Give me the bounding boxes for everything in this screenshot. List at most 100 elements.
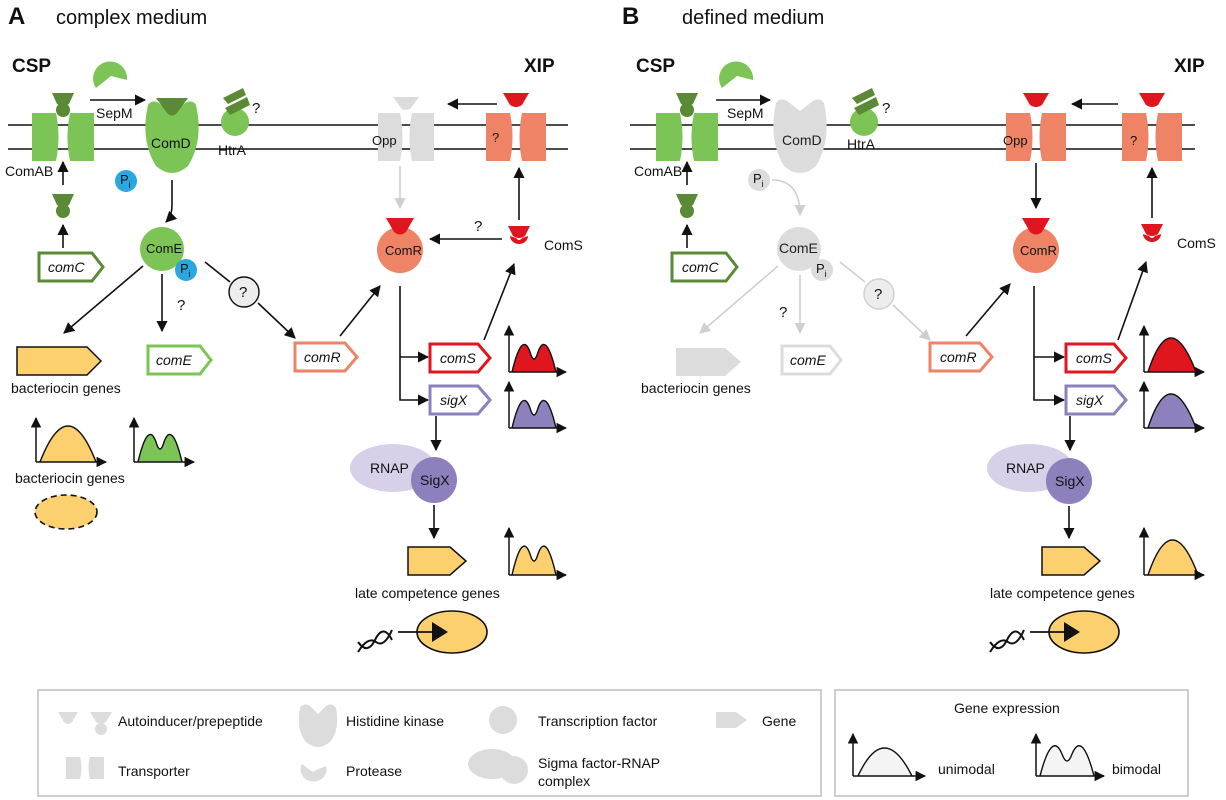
unknown-transporter: [486, 93, 546, 161]
comd-label-b: ComD: [782, 132, 822, 148]
late-competence-genes-label-b: late competence genes: [990, 585, 1135, 601]
sepm-protease-icon: [93, 61, 128, 88]
gene-legend-icon: [716, 712, 747, 728]
legend-protease: Protease: [346, 763, 402, 779]
bacteriocin-unimodal-plot: [30, 416, 108, 468]
comd-to-come-arrow: [165, 180, 178, 223]
transporter-legend-icon-left: [66, 757, 82, 779]
transporter-legend-icon-right: [88, 757, 104, 779]
coms-gene-label-b: comS: [1076, 350, 1112, 366]
unknown-transporter-label: ?: [492, 130, 499, 145]
sigma-legend-icon: [500, 756, 528, 784]
pi-label-comd-b: Pi: [753, 171, 764, 189]
htra-substrate-bottom-icon-b: [854, 97, 879, 115]
sigx-gene-b: [1064, 384, 1128, 416]
legend-histidine-kinase: Histidine kinase: [346, 713, 444, 729]
sigx-unimodal-plot-b: [1138, 380, 1206, 434]
coms-gene-to-coms-arrow: [483, 262, 516, 341]
xip-bound-comr-icon-b: [1022, 218, 1050, 235]
htra-label: HtrA: [218, 142, 247, 158]
come-transcription-factor-b: [777, 227, 821, 271]
prepeptide-legend-icon-bottom: [95, 723, 107, 735]
xip-bound-comr-icon: [386, 218, 414, 235]
legend-sigma-line1: Sigma factor-RNAP: [538, 755, 660, 771]
sigx-bimodal-plot: [503, 380, 568, 434]
legend-bimodal: bimodal: [1112, 761, 1161, 777]
come-to-unknown-line-b: [839, 261, 866, 283]
comab-label-b: ComAB: [634, 163, 682, 179]
bacteriocin-genes-label-2: bacteriocin genes: [15, 470, 125, 486]
coms-bimodal-plot: [503, 324, 568, 378]
opp-label: Opp: [372, 133, 397, 148]
pi-phosphate-come-b: [811, 259, 833, 281]
bacteriocin-gene: [16, 346, 103, 376]
late-genes-bimodal-plot: [503, 526, 568, 581]
pi-label-come: Pi: [180, 261, 191, 279]
come-bimodal-plot: [128, 416, 196, 468]
unknown-to-comr-gene-arrow-b: [892, 304, 931, 341]
sigx-sigma-factor: [411, 457, 457, 503]
comc-gene-b: [670, 251, 739, 283]
come-transcription-factor: [140, 227, 184, 271]
csp-label-b: CSP: [636, 56, 675, 77]
htra-protease: [221, 108, 249, 136]
come-to-bacteriocin-arrow-b: [699, 265, 779, 334]
coms-gene: [428, 342, 492, 374]
late-competence-genes-label: late competence genes: [355, 585, 500, 601]
histidine-kinase-legend-icon: [298, 704, 338, 747]
htra-protease-b: [850, 108, 878, 136]
comr-gene-to-comr-arrow: [339, 285, 381, 337]
comr-transcription-factor-b: [1013, 227, 1059, 273]
comab-transporter-b: [656, 93, 718, 161]
rnap-label: RNAP: [370, 460, 409, 476]
late-competence-gene: [407, 546, 468, 576]
panel-b-title: defined medium: [682, 7, 824, 29]
comc-gene-label: comC: [48, 259, 85, 275]
come-gene: [146, 344, 213, 376]
panel-b: B defined medium CSP XIP ComAB SepM ComD…: [622, 3, 1216, 654]
comd-kinase-b: [773, 99, 827, 173]
legend-box: Autoinducer/prepeptide Histidine kinase …: [37, 689, 822, 797]
xip-label-b: XIP: [1174, 56, 1205, 77]
comab-label: ComAB: [5, 163, 53, 179]
htra-substrate-bottom-icon: [225, 97, 250, 115]
come-label: ComE: [146, 241, 182, 256]
csp-bound-icon: [156, 98, 188, 116]
coms-unimodal-plot-b: [1138, 324, 1206, 378]
unknown-to-comr-gene-arrow: [257, 302, 296, 339]
coms-gene-to-coms-arrow-b: [1117, 260, 1148, 341]
legend-unimodal: unimodal: [938, 761, 995, 777]
unknown-regulator-b: [863, 278, 895, 310]
comr-label: ComR: [385, 243, 422, 258]
xip-label: XIP: [524, 56, 555, 77]
pi-phosphate-comd: [115, 170, 137, 192]
opp-transporter: [378, 97, 434, 161]
panel-a: A complex medium CSP XIP ComAB SepM ComD…: [5, 3, 583, 654]
coms-gene-b: [1064, 342, 1128, 374]
late-genes-unimodal-plot-b: [1138, 526, 1206, 581]
sigx-gene-label: sigX: [440, 392, 468, 408]
coms-protein-label-b: ComS: [1177, 235, 1216, 251]
bacteriocin-genes-label: bacteriocin genes: [11, 380, 121, 396]
comr-gene: [293, 341, 359, 373]
comr-gene-label-b: comR: [940, 349, 977, 365]
opp-label-b: Opp: [1003, 133, 1028, 148]
autoinducer-legend-icon: [58, 712, 78, 724]
come-to-bacteriocin-arrow: [63, 265, 144, 334]
sigx-label: SigX: [420, 472, 450, 488]
bimodal-legend-plot: [1030, 732, 1106, 782]
legend-sigma-line2: complex: [538, 773, 590, 789]
unknown-regulator-question-b: ?: [874, 286, 882, 303]
pi-label-comd: Pi: [120, 172, 131, 190]
come-to-unknown-line: [204, 261, 231, 283]
csp-label: CSP: [12, 56, 51, 77]
comr-gene-to-comr-arrow-b: [965, 283, 1011, 337]
htra-question-b: ?: [882, 100, 890, 117]
htra-label-b: HtrA: [847, 136, 876, 152]
unknown-regulator-question: ?: [239, 284, 247, 301]
come-label-b: ComE: [779, 240, 818, 256]
come-gene-label-b: comE: [790, 352, 826, 368]
legend-transcription-factor: Transcription factor: [538, 713, 658, 729]
bacteriocin-gene-b: [676, 348, 741, 376]
htra-substrate-top-icon: [223, 88, 246, 104]
